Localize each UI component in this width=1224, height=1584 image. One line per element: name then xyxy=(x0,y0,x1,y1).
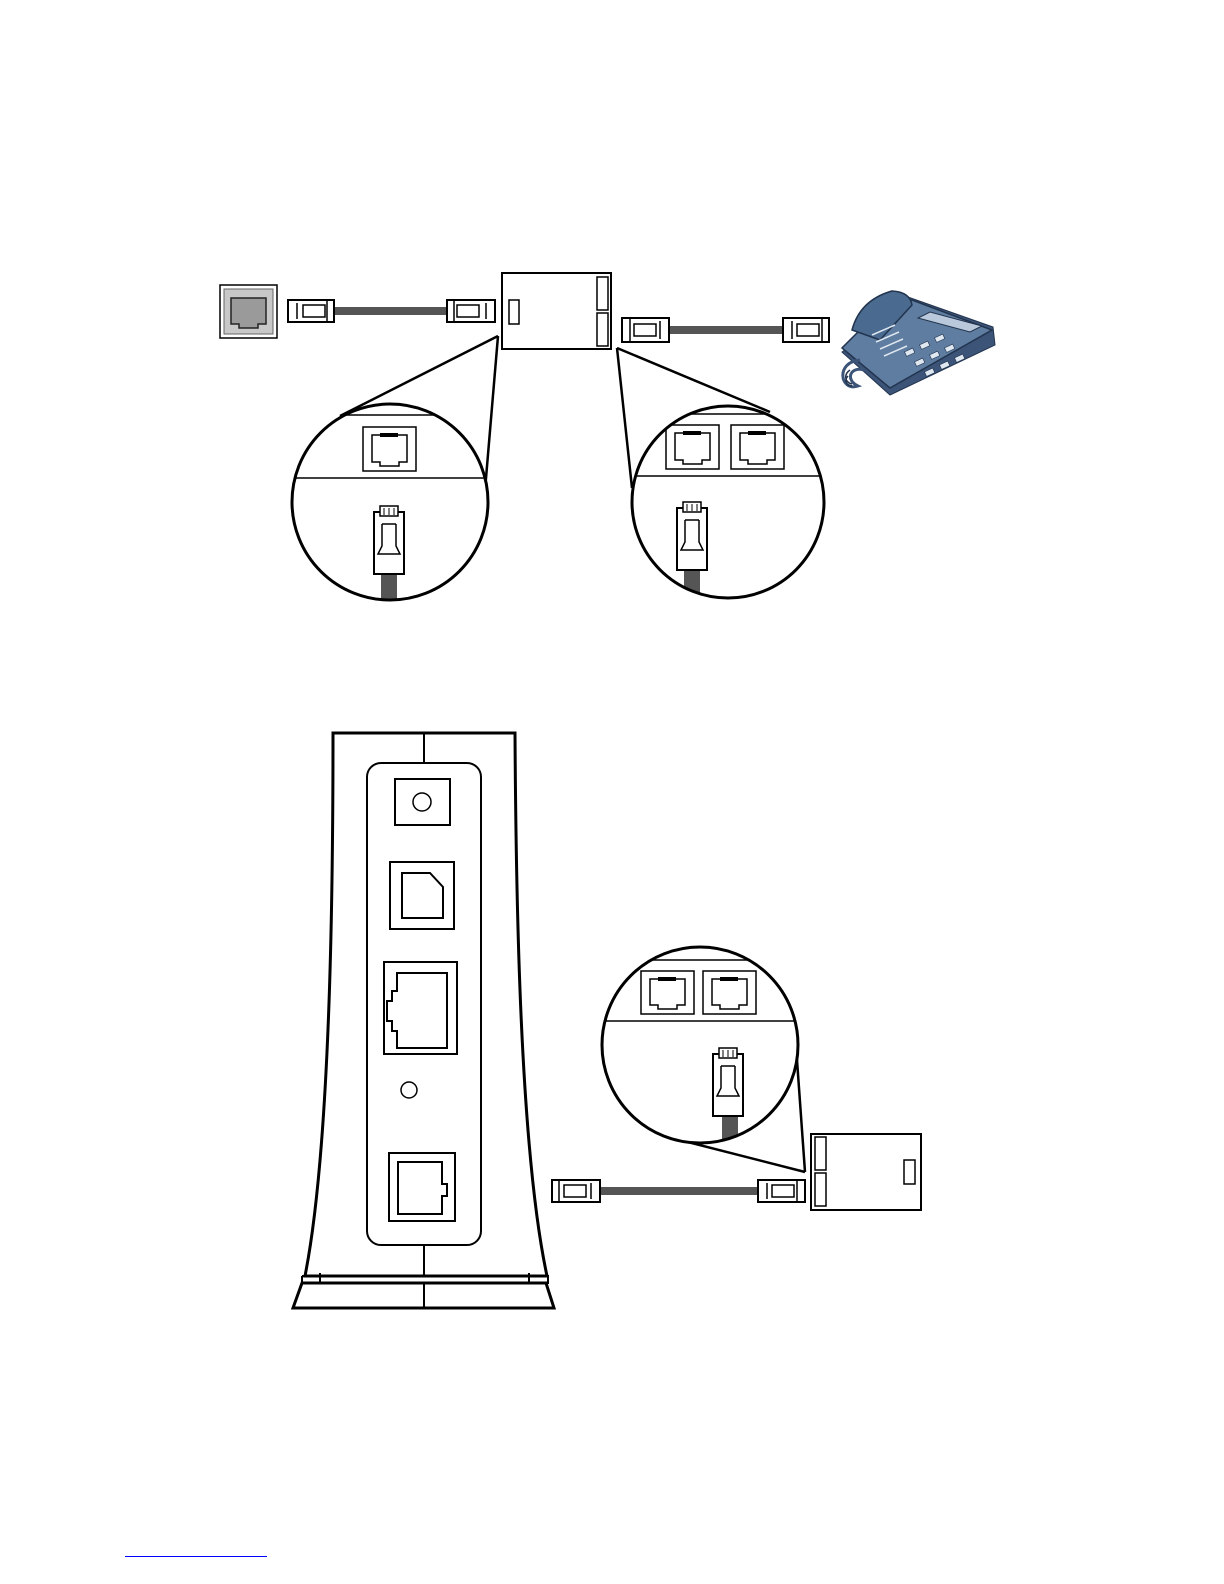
telephone-icon xyxy=(842,291,995,395)
rj11-socket-icon xyxy=(731,425,784,469)
footer-rule xyxy=(125,1556,267,1557)
dsl-port xyxy=(389,1153,455,1221)
rj11-plug-icon xyxy=(758,1180,805,1202)
wall-socket-icon xyxy=(220,285,277,338)
socket-detail-magnifier xyxy=(280,404,500,612)
rj11-cable xyxy=(552,1180,805,1202)
rj11-plug-icon xyxy=(447,300,495,322)
rj11-plug-icon xyxy=(622,318,669,342)
rj11-cable xyxy=(288,300,495,322)
rj11-socket-icon xyxy=(666,425,719,469)
usb-port xyxy=(390,862,454,929)
rj11-cable xyxy=(622,318,829,342)
rj11-plug-icon xyxy=(288,300,334,322)
splitter-box xyxy=(502,273,611,349)
splitter-ports-detail-magnifier xyxy=(620,406,840,608)
rj11-plug-front-icon xyxy=(677,502,707,570)
modem-rear-panel xyxy=(293,733,554,1308)
rj11-plug-icon xyxy=(552,1180,600,1202)
rj11-plug-icon xyxy=(783,318,829,342)
modem-connection-diagram xyxy=(293,733,921,1308)
rj11-socket-icon xyxy=(363,427,416,471)
rj11-socket-icon xyxy=(703,971,756,1014)
power-jack xyxy=(395,779,450,825)
rj11-plug-front-icon xyxy=(713,1048,743,1116)
splitter-box xyxy=(811,1134,921,1210)
splitter-connection-diagram xyxy=(220,273,995,612)
reset-button xyxy=(401,1082,417,1098)
splitter-ports-detail-magnifier xyxy=(590,947,810,1154)
ethernet-port xyxy=(384,962,457,1054)
rj11-plug-front-icon xyxy=(374,506,404,574)
rj11-socket-icon xyxy=(641,971,694,1014)
